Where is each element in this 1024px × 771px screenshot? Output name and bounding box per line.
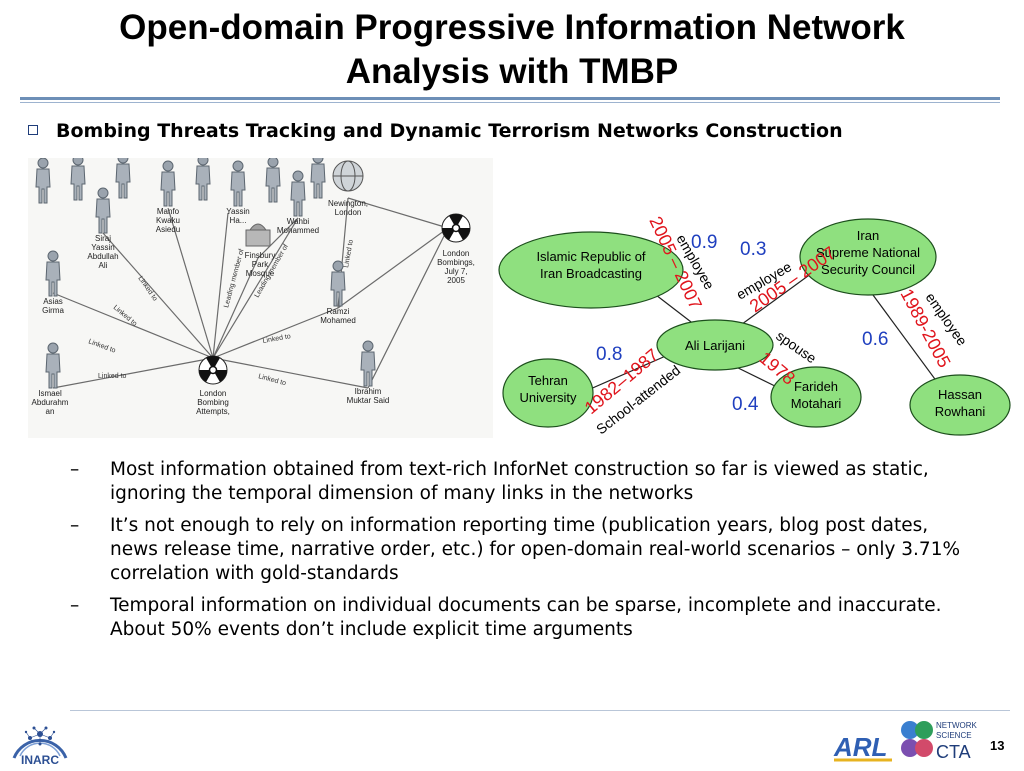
footer-divider xyxy=(70,710,1010,711)
sub-bullet-item: – Temporal information on individual doc… xyxy=(70,594,980,642)
edge-score-irib: 0.9 xyxy=(691,232,717,253)
network-science-text-1: NETWORK xyxy=(936,721,978,730)
sub-bullet-text: Temporal information on individual docum… xyxy=(110,595,942,640)
edge-label: Linked to xyxy=(257,373,286,387)
main-bullet: Bombing Threats Tracking and Dynamic Ter… xyxy=(28,118,988,144)
sub-bullet-text: It’s not enough to rely on information r… xyxy=(110,515,961,584)
person-figure-icon xyxy=(35,158,376,389)
edge-label: Linked to xyxy=(343,239,355,268)
sub-bullet-list: – Most information obtained from text-ri… xyxy=(70,458,980,650)
person-label: Manfo xyxy=(157,207,180,216)
person-label: Wahbi xyxy=(287,217,310,226)
place-label: London xyxy=(443,249,470,258)
edge-label: Linked to xyxy=(136,275,158,302)
terrorism-network-image: Linked to Linked to Linked to Leading me… xyxy=(28,158,493,438)
sub-bullet-item: – It’s not enough to rely on information… xyxy=(70,514,980,586)
inarc-logo-text: INARC xyxy=(21,753,59,766)
svg-text:Ali Larijani: Ali Larijani xyxy=(685,338,745,353)
sub-bullet-item: – Most information obtained from text-ri… xyxy=(70,458,980,506)
terrorism-network-graphic: Linked to Linked to Linked to Leading me… xyxy=(32,158,475,416)
slide-title-line2: Analysis with TMBP xyxy=(345,52,679,91)
dash-bullet-icon: – xyxy=(70,595,80,616)
person-label: Asias xyxy=(43,297,63,306)
edge-score-snsc: 0.3 xyxy=(740,239,766,260)
node-larijani: Ali Larijani xyxy=(656,319,774,371)
place-label: Newington, xyxy=(328,199,368,208)
edge-score-tehran: 0.8 xyxy=(596,344,622,365)
edge-label: Linked to xyxy=(87,338,116,354)
person-label: Ismael xyxy=(38,389,62,398)
network-edges xyxy=(52,197,449,389)
person-label: Ramzi xyxy=(327,307,350,316)
dash-bullet-icon: – xyxy=(70,515,80,536)
person-label: Ibrahim xyxy=(355,387,382,396)
edge-label: Linked to xyxy=(262,333,291,345)
dash-bullet-icon: – xyxy=(70,459,80,480)
title-divider xyxy=(20,97,1000,100)
edge-label: Leading member of xyxy=(223,248,245,308)
slide-title-line1: Open-domain Progressive Information Netw… xyxy=(119,8,905,47)
place-label: Finsbury xyxy=(245,251,276,260)
svg-text:Newington,London: Newington,London xyxy=(328,199,368,217)
globe-icon xyxy=(332,160,364,192)
edge-score-rowhani: 0.6 xyxy=(862,329,888,350)
mosque-building-icon xyxy=(245,223,271,247)
edge-score-faride: 0.4 xyxy=(732,394,759,415)
network-science-text-2: SCIENCE xyxy=(936,731,972,740)
edge-label: Linked to xyxy=(112,304,138,328)
person-label: Siraj xyxy=(95,234,111,243)
arl-logo-text: ARL xyxy=(833,732,887,762)
edge-label: Linked to xyxy=(98,373,127,380)
sub-bullet-text: Most information obtained from text-rich… xyxy=(110,459,929,504)
cta-logo-text: CTA xyxy=(936,742,971,762)
slide-title: Open-domain Progressive Information Netw… xyxy=(0,6,1024,94)
person-label: Yassin xyxy=(226,207,249,216)
title-divider-thin xyxy=(20,102,1000,103)
arl-ns-cta-logos: ARL NETWORK SCIENCE CTA xyxy=(832,716,992,764)
inarc-logo: INARC xyxy=(8,708,72,767)
page-number: 13 xyxy=(990,738,1005,753)
main-bullet-text: Bombing Threats Tracking and Dynamic Ter… xyxy=(56,120,843,142)
square-bullet-icon xyxy=(28,124,38,135)
